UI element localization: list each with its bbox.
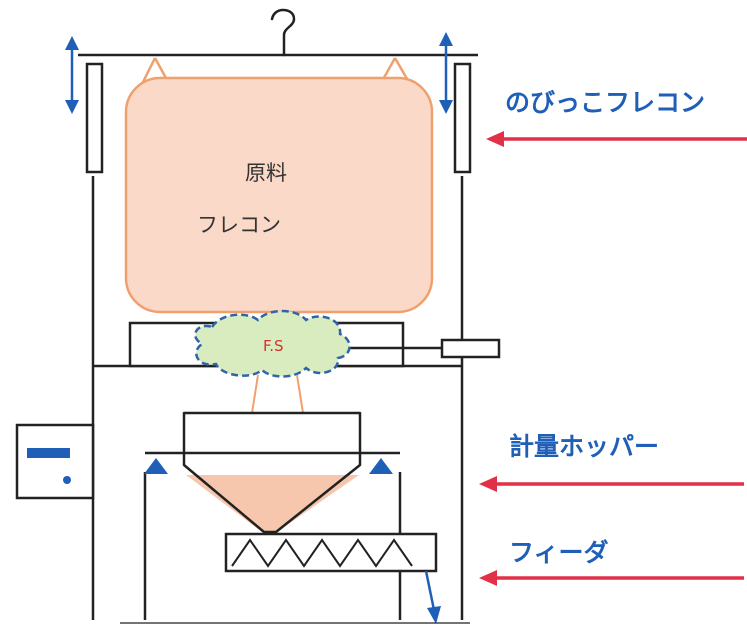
side-clamp xyxy=(440,338,501,359)
left-pointing-arrow-icon xyxy=(486,131,747,147)
triangle-support-icon xyxy=(369,458,393,474)
left-pointing-arrow-icon xyxy=(479,476,744,492)
control-box xyxy=(15,423,95,500)
left-pointing-arrow-icon xyxy=(479,570,744,586)
control-box-display xyxy=(27,448,70,458)
vertical-double-arrow-icon xyxy=(439,32,453,114)
discharge-arrow-icon xyxy=(424,570,441,624)
chute-lines xyxy=(251,374,304,414)
fibc-bag xyxy=(124,76,434,314)
fs-label: F.S xyxy=(263,337,284,355)
label-feeder: フィーダ xyxy=(509,538,609,567)
control-box-lamp xyxy=(63,476,71,484)
fs-spout-cloud xyxy=(194,309,351,378)
left-telescopic-rail xyxy=(85,62,104,174)
hanger-hook-icon xyxy=(270,8,296,57)
bag-label-raw-material: 原料 xyxy=(245,161,287,185)
vertical-double-arrow-icon xyxy=(65,36,79,114)
weighing-hopper xyxy=(182,411,362,534)
right-telescopic-rail xyxy=(453,62,472,174)
triangle-support-icon xyxy=(144,458,168,474)
label-nobikko-flecon: のびっこフレコン xyxy=(505,88,705,117)
screw-flights xyxy=(231,538,413,568)
bag-label-flexible-container: フレコン xyxy=(197,213,281,237)
label-weighing-hopper: 計量ホッパー xyxy=(509,432,659,461)
powder-in-hopper xyxy=(186,475,359,532)
